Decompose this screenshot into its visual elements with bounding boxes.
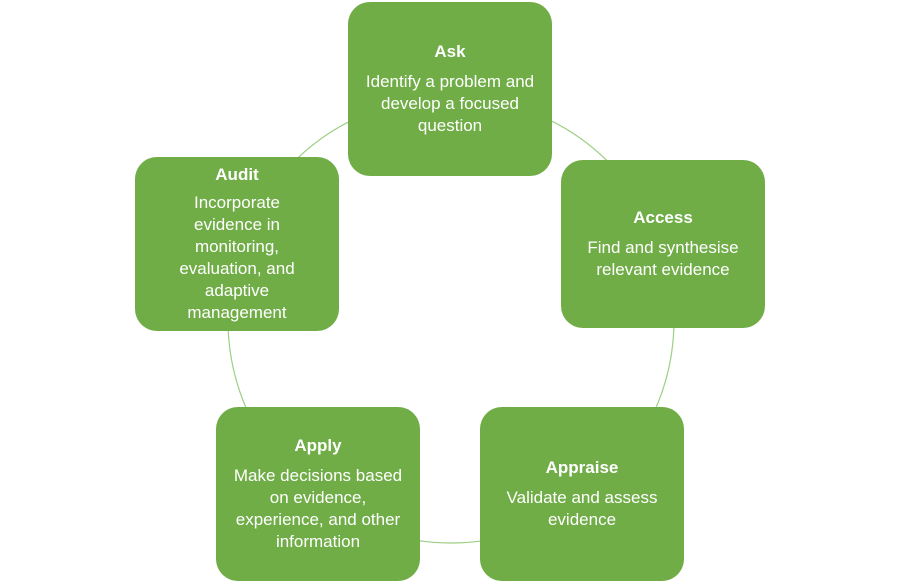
step-ask-description: Identify a problem and develop a focused… [365, 72, 535, 135]
step-access-description: Find and synthesise relevant evidence [587, 238, 739, 279]
step-audit-title: Audit [215, 165, 259, 184]
step-access-box: Access Find and synthesise relevant evid… [561, 160, 765, 328]
step-access-title: Access [633, 208, 693, 227]
step-apply-description: Make decisions based on evidence, experi… [233, 466, 403, 551]
step-audit-description: Incorporate evidence in monitoring, eval… [179, 193, 295, 322]
step-appraise-box: Appraise Validate and assess evidence [480, 407, 684, 581]
step-appraise-description: Validate and assess evidence [506, 488, 658, 529]
step-apply-box: Apply Make decisions based on evidence, … [216, 407, 420, 581]
step-appraise-title: Appraise [545, 458, 619, 477]
step-apply-title: Apply [294, 436, 342, 455]
step-ask-box: Ask Identify a problem and develop a foc… [348, 2, 552, 176]
step-audit-box: Audit Incorporate evidence in monitoring… [135, 157, 339, 331]
step-ask-title: Ask [434, 42, 466, 61]
